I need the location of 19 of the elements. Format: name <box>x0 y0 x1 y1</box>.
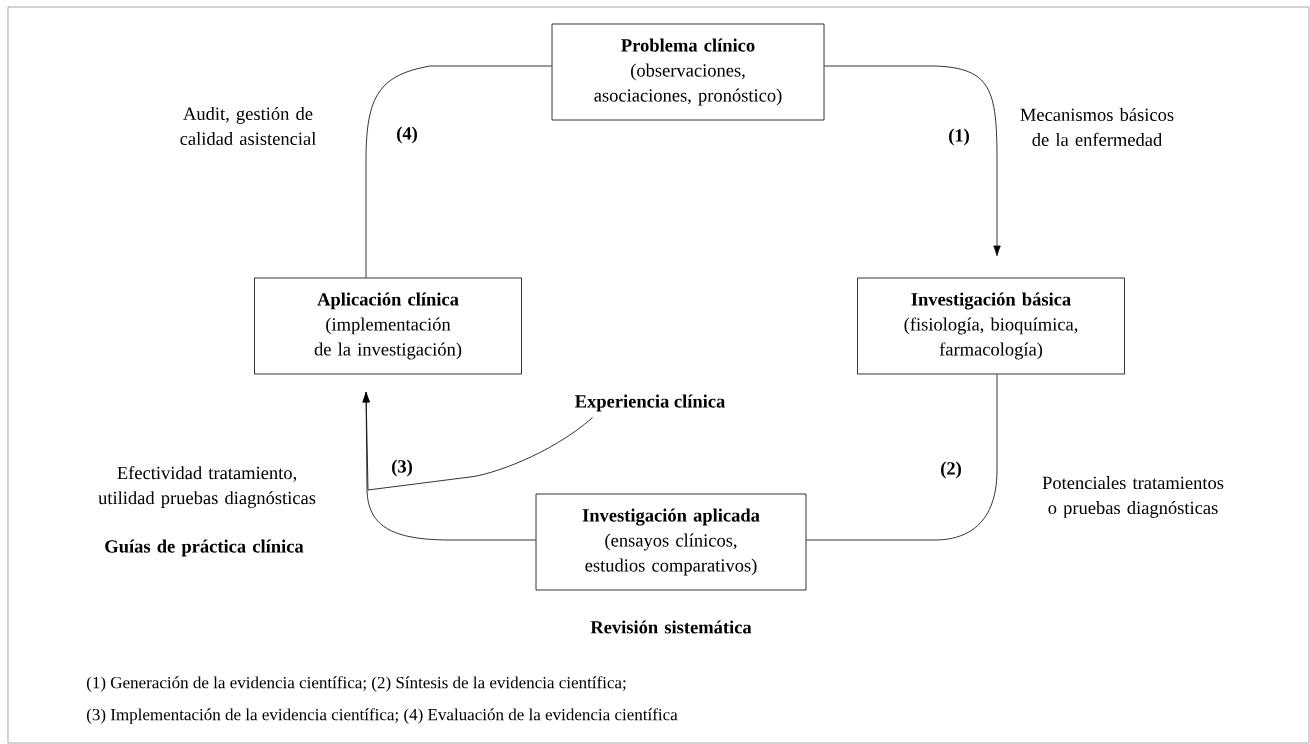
footnote: (1) Generación de la evidencia científica; (2) Síntesis de la evidencia científica; <box>86 676 626 692</box>
footnote: (3) Implementación de la evidencia científica; (4) Evaluación de la evidencia científica <box>86 708 678 724</box>
annotation-text: Audit, gestión de calidad asistencial <box>180 107 316 146</box>
process-box: Investigación aplicada (ensayos clínicos, estudios comparativos) <box>535 493 807 591</box>
arrow <box>362 391 593 491</box>
process-box: Aplicación clínica (implementación de la investigación) <box>254 277 522 375</box>
annotation-text: Efectividad tratamiento, utilidad pruebas diagnósticas <box>98 466 316 508</box>
section-heading: Guías de práctica clínica <box>105 539 304 557</box>
process-box: Problema clínico (observaciones, asociaciones, pronóstico) <box>551 23 825 121</box>
annotation-text: Mecanismos básicos de la enfermedad <box>1020 108 1174 147</box>
annotation-text: Potenciales tratamientos o pruebas diagnósticas <box>1042 476 1224 518</box>
arrow <box>824 65 1001 257</box>
edge-label: (2) <box>939 460 963 480</box>
edge-label: (4) <box>395 125 419 145</box>
text-label: Experiencia clínica <box>575 394 725 412</box>
section-heading: Revisión sistemática <box>590 620 752 634</box>
edge-label: (3) <box>390 458 414 478</box>
process-box: Investigación básica (fisiología, bioquímica, farmacología) <box>857 277 1125 375</box>
edge-label: (1) <box>947 127 971 147</box>
